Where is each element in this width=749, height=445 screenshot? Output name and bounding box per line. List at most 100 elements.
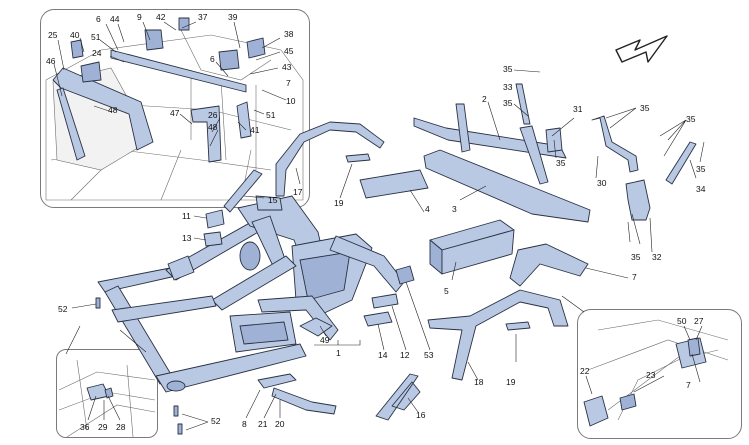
callout-36: 36 [80,422,90,432]
callout-44: 44 [110,14,120,24]
callout-5: 5 [444,286,449,296]
part-13-bracket [203,231,223,247]
callout-7a: 7 [632,272,637,282]
callout-23: 23 [646,370,656,380]
callout-35d: 35 [640,103,650,113]
callout-3: 3 [452,204,457,214]
part-14-plate [363,311,393,327]
callout-50: 50 [677,316,687,326]
callout-30: 30 [597,178,607,188]
callout-51a: 51 [91,32,101,42]
callout-31: 31 [573,104,583,114]
callout-42: 42 [156,12,166,22]
part-11-bracket [205,209,225,229]
inset-body-sketch [45,17,304,201]
inset-body-detail [40,9,310,208]
callout-43: 43 [282,62,292,72]
callout-35b: 35 [503,98,513,108]
part-19-bar-lower [505,321,531,331]
callout-40: 40 [70,30,80,40]
callout-32: 32 [652,252,662,262]
callout-6a: 6 [96,14,101,24]
callout-16: 16 [416,410,426,420]
callout-1: 1 [336,348,341,358]
callout-21: 21 [258,419,268,429]
inset-floor-detail [56,349,158,438]
callout-13: 13 [182,233,192,243]
part-30-tube [591,115,639,173]
part-32-bracket [625,179,651,221]
callout-46: 46 [46,56,56,66]
direction-arrow-icon [615,35,668,63]
callout-19a: 19 [334,198,344,208]
callout-27: 27 [694,316,704,326]
callout-6b: 6 [210,54,215,64]
chassis-frame [97,195,405,393]
part-8-link [257,373,297,389]
part-19-bar-upper [345,153,371,163]
callout-35g: 35 [631,252,641,262]
part-2-upright [455,103,549,185]
callout-39: 39 [228,12,238,22]
callout-2: 2 [482,94,487,104]
part-21-link [271,387,337,415]
part-34-arm [665,141,697,185]
callout-45: 45 [284,46,294,56]
part-33-arm [515,83,531,125]
callout-10: 10 [286,96,296,106]
callout-47: 47 [170,108,180,118]
part-17-hoop [275,121,385,197]
callout-48a: 48 [108,105,118,115]
callout-38: 38 [284,29,294,39]
part-18-arch [427,289,569,381]
callout-18: 18 [474,377,484,387]
callout-labels: 1 49 2 3 4 5 7 17 19 19 18 16 14 12 53 1… [46,12,706,432]
callout-49: 49 [320,335,330,345]
part-5-box [429,219,515,275]
callout-25: 25 [48,30,58,40]
callout-35a: 35 [503,64,513,74]
inset-rear-detail [577,309,742,439]
callout-33: 33 [503,82,513,92]
callout-4: 4 [425,204,430,214]
callout-37: 37 [198,12,208,22]
part-53-mount [395,265,415,285]
callout-35e: 35 [686,114,696,124]
callout-17: 17 [293,187,303,197]
callout-28: 28 [116,422,126,432]
inset-rear-sketch [583,319,729,427]
callout-24: 24 [92,48,102,58]
callout-15: 15 [268,195,278,205]
callout-14: 14 [378,350,388,360]
leader-lines [53,21,705,431]
callout-52b: 52 [211,416,221,426]
callout-26: 26 [208,110,218,120]
callout-34: 34 [696,184,706,194]
part-7-rear [509,243,589,287]
callout-48b: 48 [208,122,218,132]
callout-35c: 35 [556,158,566,168]
inset-floor-sketch [58,359,156,437]
part-4-box [359,169,429,199]
part-16-strut [375,373,421,421]
callout-35f: 35 [696,164,706,174]
part-15-brace [223,169,263,213]
fasteners-52 [95,297,183,435]
callout-9: 9 [137,12,142,22]
part-12-plate [371,293,399,309]
callout-20: 20 [275,419,285,429]
callout-7c: 7 [286,78,291,88]
callout-8: 8 [242,419,247,429]
callout-29: 29 [98,422,108,432]
callout-19b: 19 [506,377,516,387]
callout-22: 22 [580,366,590,376]
callout-12: 12 [400,350,410,360]
callout-51b: 51 [266,110,276,120]
callout-11: 11 [182,211,191,221]
callout-52a: 52 [58,304,68,314]
callout-53: 53 [424,350,434,360]
callout-41: 41 [250,125,260,135]
callout-7b: 7 [686,380,691,390]
